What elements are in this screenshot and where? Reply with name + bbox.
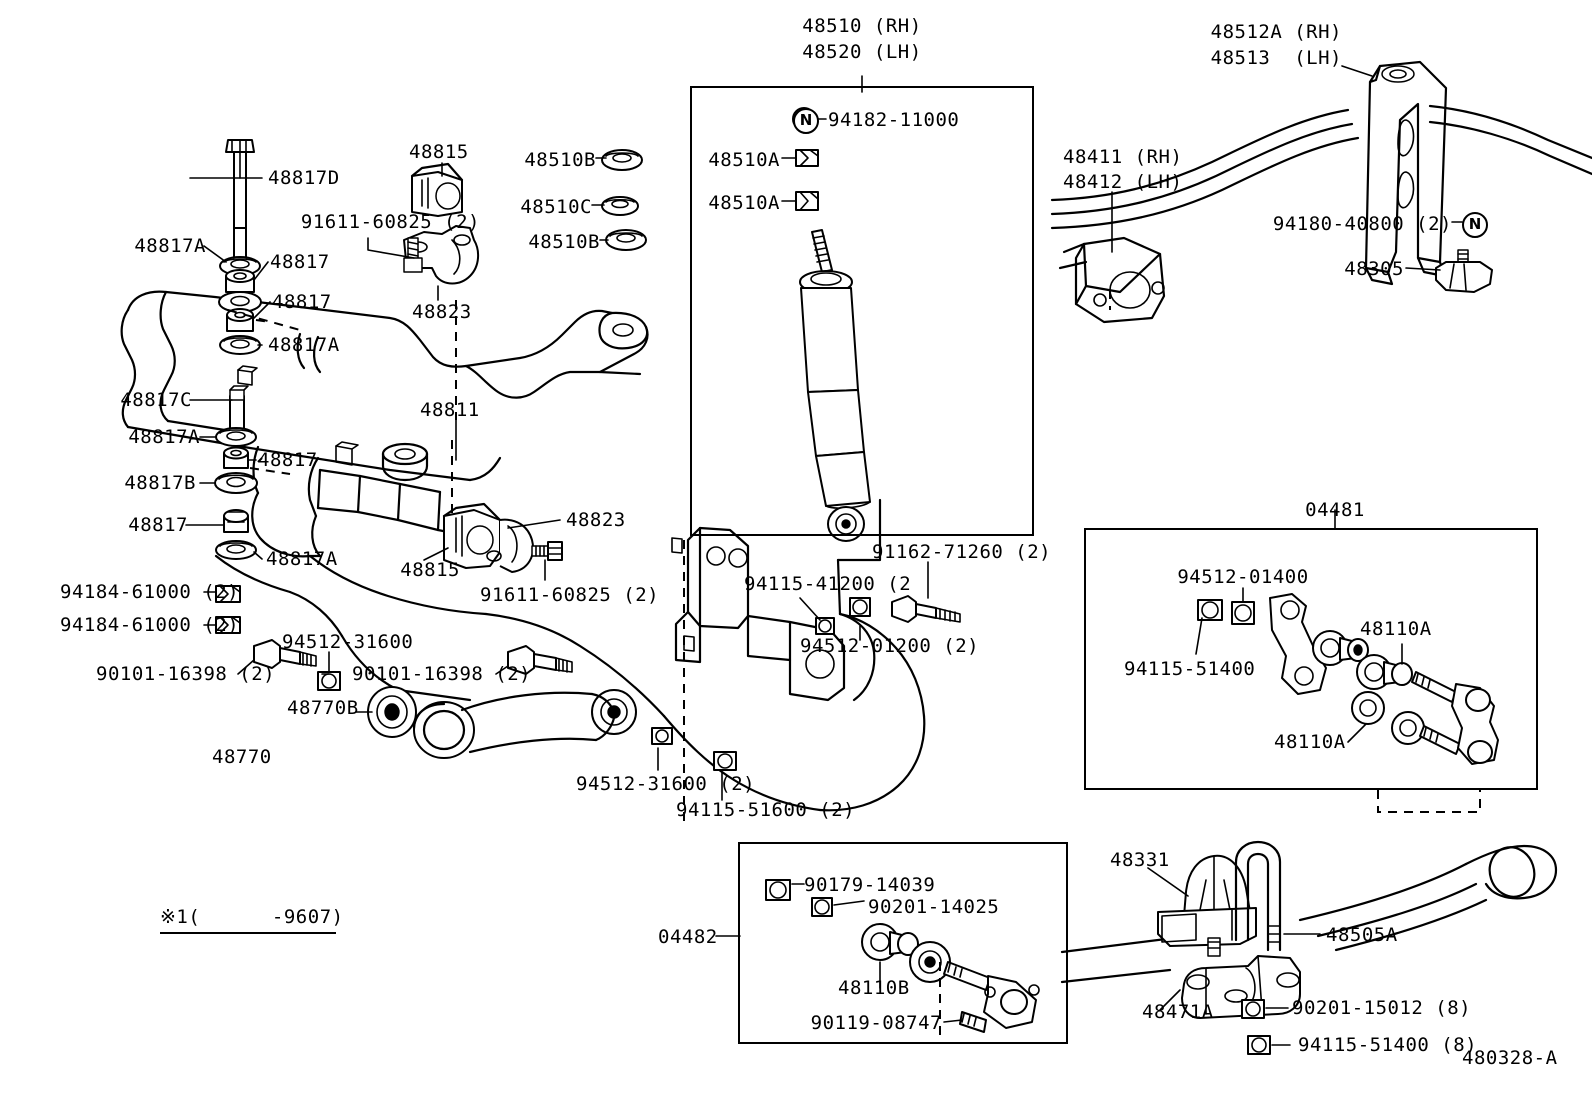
leader-lines — [185, 65, 1463, 1046]
diagram-id: 480328-A — [1462, 1047, 1558, 1069]
label-cushion-48817b: 48817B — [124, 472, 196, 494]
label-nut-48817-3: 48817 — [258, 449, 318, 471]
label-washer-94512-01200: 94512-01200 (2) — [800, 635, 980, 657]
label-nut-94115-51600: 94115-51600 (2) — [676, 799, 856, 821]
label-bar-48811: 48811 — [420, 399, 480, 421]
label-spring-48411-rh: 48411 (RH) — [1063, 146, 1183, 168]
label-bush-48770b: 48770B — [287, 697, 359, 719]
shock-washers-artwork — [601, 149, 647, 251]
n-mark-icon-1: N — [793, 108, 819, 134]
label-bush-48510a-1: 48510A — [708, 149, 780, 171]
footnote-text: ( -9607) — [188, 906, 344, 928]
label-washer-48817a-2: 48817A — [268, 334, 340, 356]
label-shock-assy-rh: 48510 (RH) — [802, 15, 922, 37]
nuts-under-arm-artwork — [651, 727, 737, 771]
control-arm-artwork — [367, 686, 637, 759]
bolt-90101-right-artwork — [507, 645, 573, 675]
label-seat-48471a: 48471A — [1142, 1001, 1214, 1023]
label-bolt-91611-top: 91611-60825 (2) — [300, 211, 480, 233]
link-bolt-stack-artwork — [214, 139, 262, 560]
nut-94184-artwork — [215, 585, 241, 634]
shock-absorber-group-box — [690, 86, 1034, 536]
leaf-spring-right-artwork — [1050, 60, 1592, 286]
label-bolt-91611-low: 91611-60825 (2) — [480, 584, 660, 606]
label-grease-90119: 90119-08747 — [810, 1012, 942, 1034]
bumper-48305-artwork — [1435, 249, 1493, 293]
label-washer-94512-01400: 94512-01400 — [1177, 566, 1309, 588]
kit-04482-artwork — [765, 879, 1192, 1033]
stabilizer-bush-lower-artwork — [442, 502, 563, 573]
label-kit-04482: 04482 — [658, 926, 718, 948]
label-bracket-48823-top: 48823 — [412, 301, 472, 323]
label-nut-48817-2: 48817 — [272, 291, 332, 313]
label-shock-assy-lh: 48520 (LH) — [802, 41, 922, 63]
label-arm-48770: 48770 — [212, 746, 272, 768]
label-bolt-91162: 91162-71260 (2) — [872, 541, 1052, 563]
label-bumper-48305: 48305 — [1344, 258, 1404, 280]
label-nut-48817-1: 48817 — [270, 251, 330, 273]
label-bush-48815-top: 48815 — [409, 141, 469, 163]
label-bolt-94180: 94180-40800 (2) — [1272, 213, 1452, 235]
label-nut-48817-4: 48817 — [128, 514, 188, 536]
washer-94512-31600-artwork — [317, 671, 341, 691]
frame-bracket-artwork — [671, 526, 846, 828]
stabilizer-bar-artwork — [120, 290, 649, 482]
label-nut-94115-41200: 94115-41200 (2 — [744, 573, 912, 595]
label-bush-48110a-1: 48110A — [1360, 618, 1432, 640]
label-bush-48110a-2: 48110A — [1274, 731, 1346, 753]
label-nut-94184-1: 94184-61000 (2) — [60, 581, 240, 603]
label-washer-48510b-2: 48510B — [528, 231, 600, 253]
label-washer-48510c: 48510C — [520, 196, 592, 218]
label-bolt-90101-right: 90101-16398 (2) — [352, 663, 532, 685]
label-nut-94182: 94182-11000 — [828, 109, 960, 131]
footnote: ※1( -9607) — [160, 905, 343, 934]
label-bracket-48823-low: 48823 — [566, 509, 626, 531]
n-mark-icon-2: N — [1462, 212, 1488, 238]
label-washer-48510b-1: 48510B — [524, 149, 596, 171]
label-spring-48412-lh: 48412 (LH) — [1063, 171, 1183, 193]
label-washer-48817a-3: 48817A — [128, 426, 200, 448]
label-bracket-48513-lh: 48513 (LH) — [1210, 47, 1342, 69]
stabilizer-bush-upper-artwork — [410, 162, 464, 217]
label-bush-48510a-2: 48510A — [708, 192, 780, 214]
label-nut-94115-51400-8: 94115-51400 (8) — [1298, 1034, 1478, 1056]
label-washer-90201-14025: 90201-14025 — [868, 896, 1000, 918]
label-bush-48815-low: 48815 — [400, 559, 460, 581]
label-bracket-48512a-rh: 48512A (RH) — [1210, 21, 1342, 43]
kit-04482-box — [738, 842, 1068, 1044]
label-rod-48817c: 48817C — [120, 389, 192, 411]
label-nut-94115-51400: 94115-51400 — [1124, 658, 1256, 680]
footnote-mark: ※1 — [160, 906, 189, 928]
label-washer-94512-31600-top: 94512-31600 — [282, 631, 414, 653]
fasteners-center-artwork — [815, 595, 961, 635]
label-bush-48110b: 48110B — [838, 977, 910, 999]
label-nut-90179: 90179-14039 — [804, 874, 936, 896]
label-washer-48817a-1: 48817A — [134, 235, 206, 257]
shock-absorber-artwork — [792, 107, 871, 542]
axle-housing-outline — [214, 332, 926, 812]
spring-mount-artwork — [1157, 840, 1558, 1055]
label-bolt-48817d: 48817D — [268, 167, 340, 189]
label-washer-48817a-4: 48817A — [266, 548, 338, 570]
kit-04481-artwork — [1197, 593, 1499, 813]
label-kit-04481: 04481 — [1305, 499, 1365, 521]
label-bolt-90101-left: 90101-16398 (2) — [96, 663, 276, 685]
label-ubolt-48505a: 48505A — [1326, 924, 1398, 946]
bolt-90101-left-artwork — [253, 639, 317, 669]
label-washer-94512-31600-bot: 94512-31600 (2) — [576, 773, 756, 795]
label-nut-94184-2: 94184-61000 (2) — [60, 614, 240, 636]
label-washer-90201-15012: 90201-15012 (8) — [1292, 997, 1472, 1019]
stabilizer-bracket-upper-artwork — [403, 225, 480, 285]
dashed-reference-lines — [227, 290, 1111, 1044]
label-bumper-48331: 48331 — [1110, 849, 1170, 871]
spring-front-bracket-artwork — [1058, 236, 1166, 324]
kit-04481-box — [1084, 528, 1538, 790]
